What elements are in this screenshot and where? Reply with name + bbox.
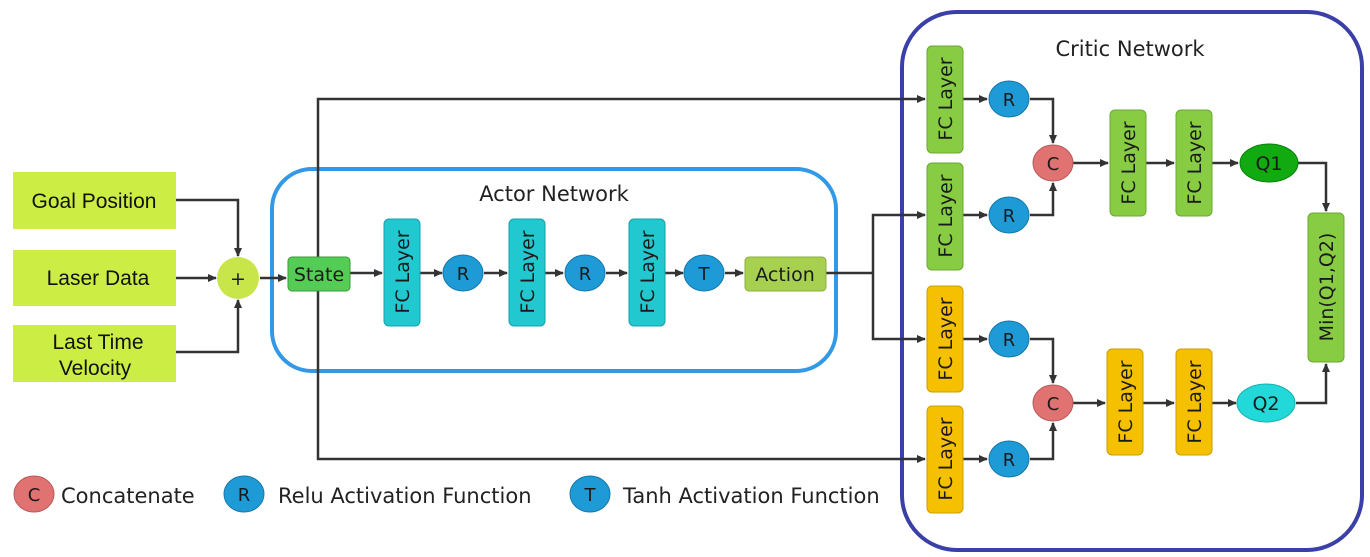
legend-tanh: T Tanh Activation Function <box>569 475 880 513</box>
svg-text:Concatenate: Concatenate <box>61 484 195 508</box>
svg-text:R: R <box>238 485 251 506</box>
critic-fc-layer-q1-2: FC Layer <box>1175 109 1213 217</box>
critic-relu-bottom-1: R <box>988 320 1030 358</box>
legend: C Concatenate R Relu Activation Function… <box>13 475 880 513</box>
svg-text:Relu Activation Function: Relu Activation Function <box>278 484 532 508</box>
actor-network-frame <box>270 167 838 373</box>
svg-text:FC Layer: FC Layer <box>517 230 539 313</box>
svg-text:T: T <box>698 264 711 285</box>
svg-text:T: T <box>584 485 597 506</box>
svg-text:R: R <box>457 264 470 285</box>
edge-r-to-c1-bottom <box>1030 182 1057 217</box>
actor-relu-1: R <box>442 254 484 292</box>
edge-velocity-to-sum <box>176 299 242 354</box>
critic-network-frame <box>900 10 1364 552</box>
actor-network-title: Actor Network <box>479 182 629 206</box>
action-box: Action <box>744 256 827 292</box>
svg-text:R: R <box>579 264 592 285</box>
legend-relu: R Relu Activation Function <box>223 475 532 513</box>
edge-r-to-c1-top <box>1030 97 1057 144</box>
svg-text:FC Layer: FC Layer <box>1115 360 1137 443</box>
critic-network-title: Critic Network <box>1055 37 1205 61</box>
svg-text:FC Layer: FC Layer <box>935 57 957 140</box>
svg-text:Action: Action <box>755 264 815 286</box>
svg-text:+: + <box>230 268 246 290</box>
edge-action-to-critic-lower <box>871 273 926 343</box>
svg-text:Q1: Q1 <box>1255 153 1282 175</box>
input-goal-position: Goal Position <box>13 172 176 229</box>
svg-text:FC Layer: FC Layer <box>1118 121 1140 204</box>
svg-text:Goal Position: Goal Position <box>32 190 157 213</box>
svg-text:State: State <box>294 264 344 286</box>
critic-fc-layer-bottom-1: FC Layer <box>926 285 964 393</box>
input-laser-data: Laser Data <box>13 250 176 306</box>
svg-text:FC Layer: FC Layer <box>1184 121 1206 204</box>
svg-text:C: C <box>1047 154 1060 175</box>
edge-q1-to-min <box>1298 161 1330 212</box>
edge-state-to-critic-top <box>316 95 926 262</box>
q2-node: Q2 <box>1236 383 1296 423</box>
actor-fc-layer-2: FC Layer <box>508 218 546 327</box>
critic-fc-layer-q2-1: FC Layer <box>1106 348 1144 456</box>
q1-node: Q1 <box>1239 143 1299 183</box>
edge-state-to-critic-bottom <box>316 290 926 463</box>
state-box: State <box>287 256 351 292</box>
svg-text:R: R <box>1003 206 1016 227</box>
edge-q2-to-min <box>1296 363 1330 405</box>
svg-text:Tanh Activation Function: Tanh Activation Function <box>622 484 880 508</box>
svg-text:Min(Q1,Q2): Min(Q1,Q2) <box>1316 233 1338 342</box>
svg-text:C: C <box>28 485 41 506</box>
edge-r-to-c2-top <box>1030 337 1057 384</box>
critic-relu-bottom-2: R <box>988 440 1030 478</box>
svg-text:FC Layer: FC Layer <box>935 174 957 257</box>
svg-text:C: C <box>1047 394 1060 415</box>
edge-goal-to-sum <box>176 198 242 257</box>
critic-concat-bottom: C <box>1032 384 1074 422</box>
critic-fc-layer-q1-1: FC Layer <box>1109 109 1147 217</box>
critic-fc-layer-q2-2: FC Layer <box>1175 348 1213 456</box>
svg-text:Q2: Q2 <box>1252 393 1279 415</box>
critic-fc-layer-top-1: FC Layer <box>926 45 964 154</box>
svg-text:Velocity: Velocity <box>59 357 132 380</box>
connectors <box>176 95 1330 463</box>
svg-text:FC Layer: FC Layer <box>637 230 659 313</box>
min-q1-q2-box: Min(Q1,Q2) <box>1307 212 1345 363</box>
edge-r-to-c2-bottom <box>1030 422 1057 461</box>
input-last-time-velocity: Last Time Velocity <box>13 325 176 382</box>
svg-text:Laser Data: Laser Data <box>47 267 150 290</box>
svg-text:R: R <box>1003 450 1016 471</box>
critic-concat-top: C <box>1032 144 1074 182</box>
actor-fc-layer-3: FC Layer <box>628 218 666 327</box>
svg-text:FC Layer: FC Layer <box>1184 360 1206 443</box>
edge-action-to-critic-upper <box>871 211 926 273</box>
sum-node: + <box>217 257 259 299</box>
actor-tanh: T <box>683 254 725 292</box>
svg-text:FC Layer: FC Layer <box>935 417 957 500</box>
legend-concat: C Concatenate <box>13 475 195 513</box>
critic-fc-layer-bottom-2: FC Layer <box>926 405 964 514</box>
svg-text:FC Layer: FC Layer <box>935 297 957 380</box>
critic-fc-layer-top-2: FC Layer <box>926 162 964 271</box>
critic-relu-top-1: R <box>988 80 1030 118</box>
actor-fc-layer-1: FC Layer <box>383 218 421 327</box>
svg-text:FC Layer: FC Layer <box>392 230 414 313</box>
critic-relu-top-2: R <box>988 196 1030 234</box>
actor-relu-2: R <box>564 254 606 292</box>
svg-text:Last Time: Last Time <box>52 331 143 354</box>
svg-text:R: R <box>1003 330 1016 351</box>
svg-text:R: R <box>1003 90 1016 111</box>
